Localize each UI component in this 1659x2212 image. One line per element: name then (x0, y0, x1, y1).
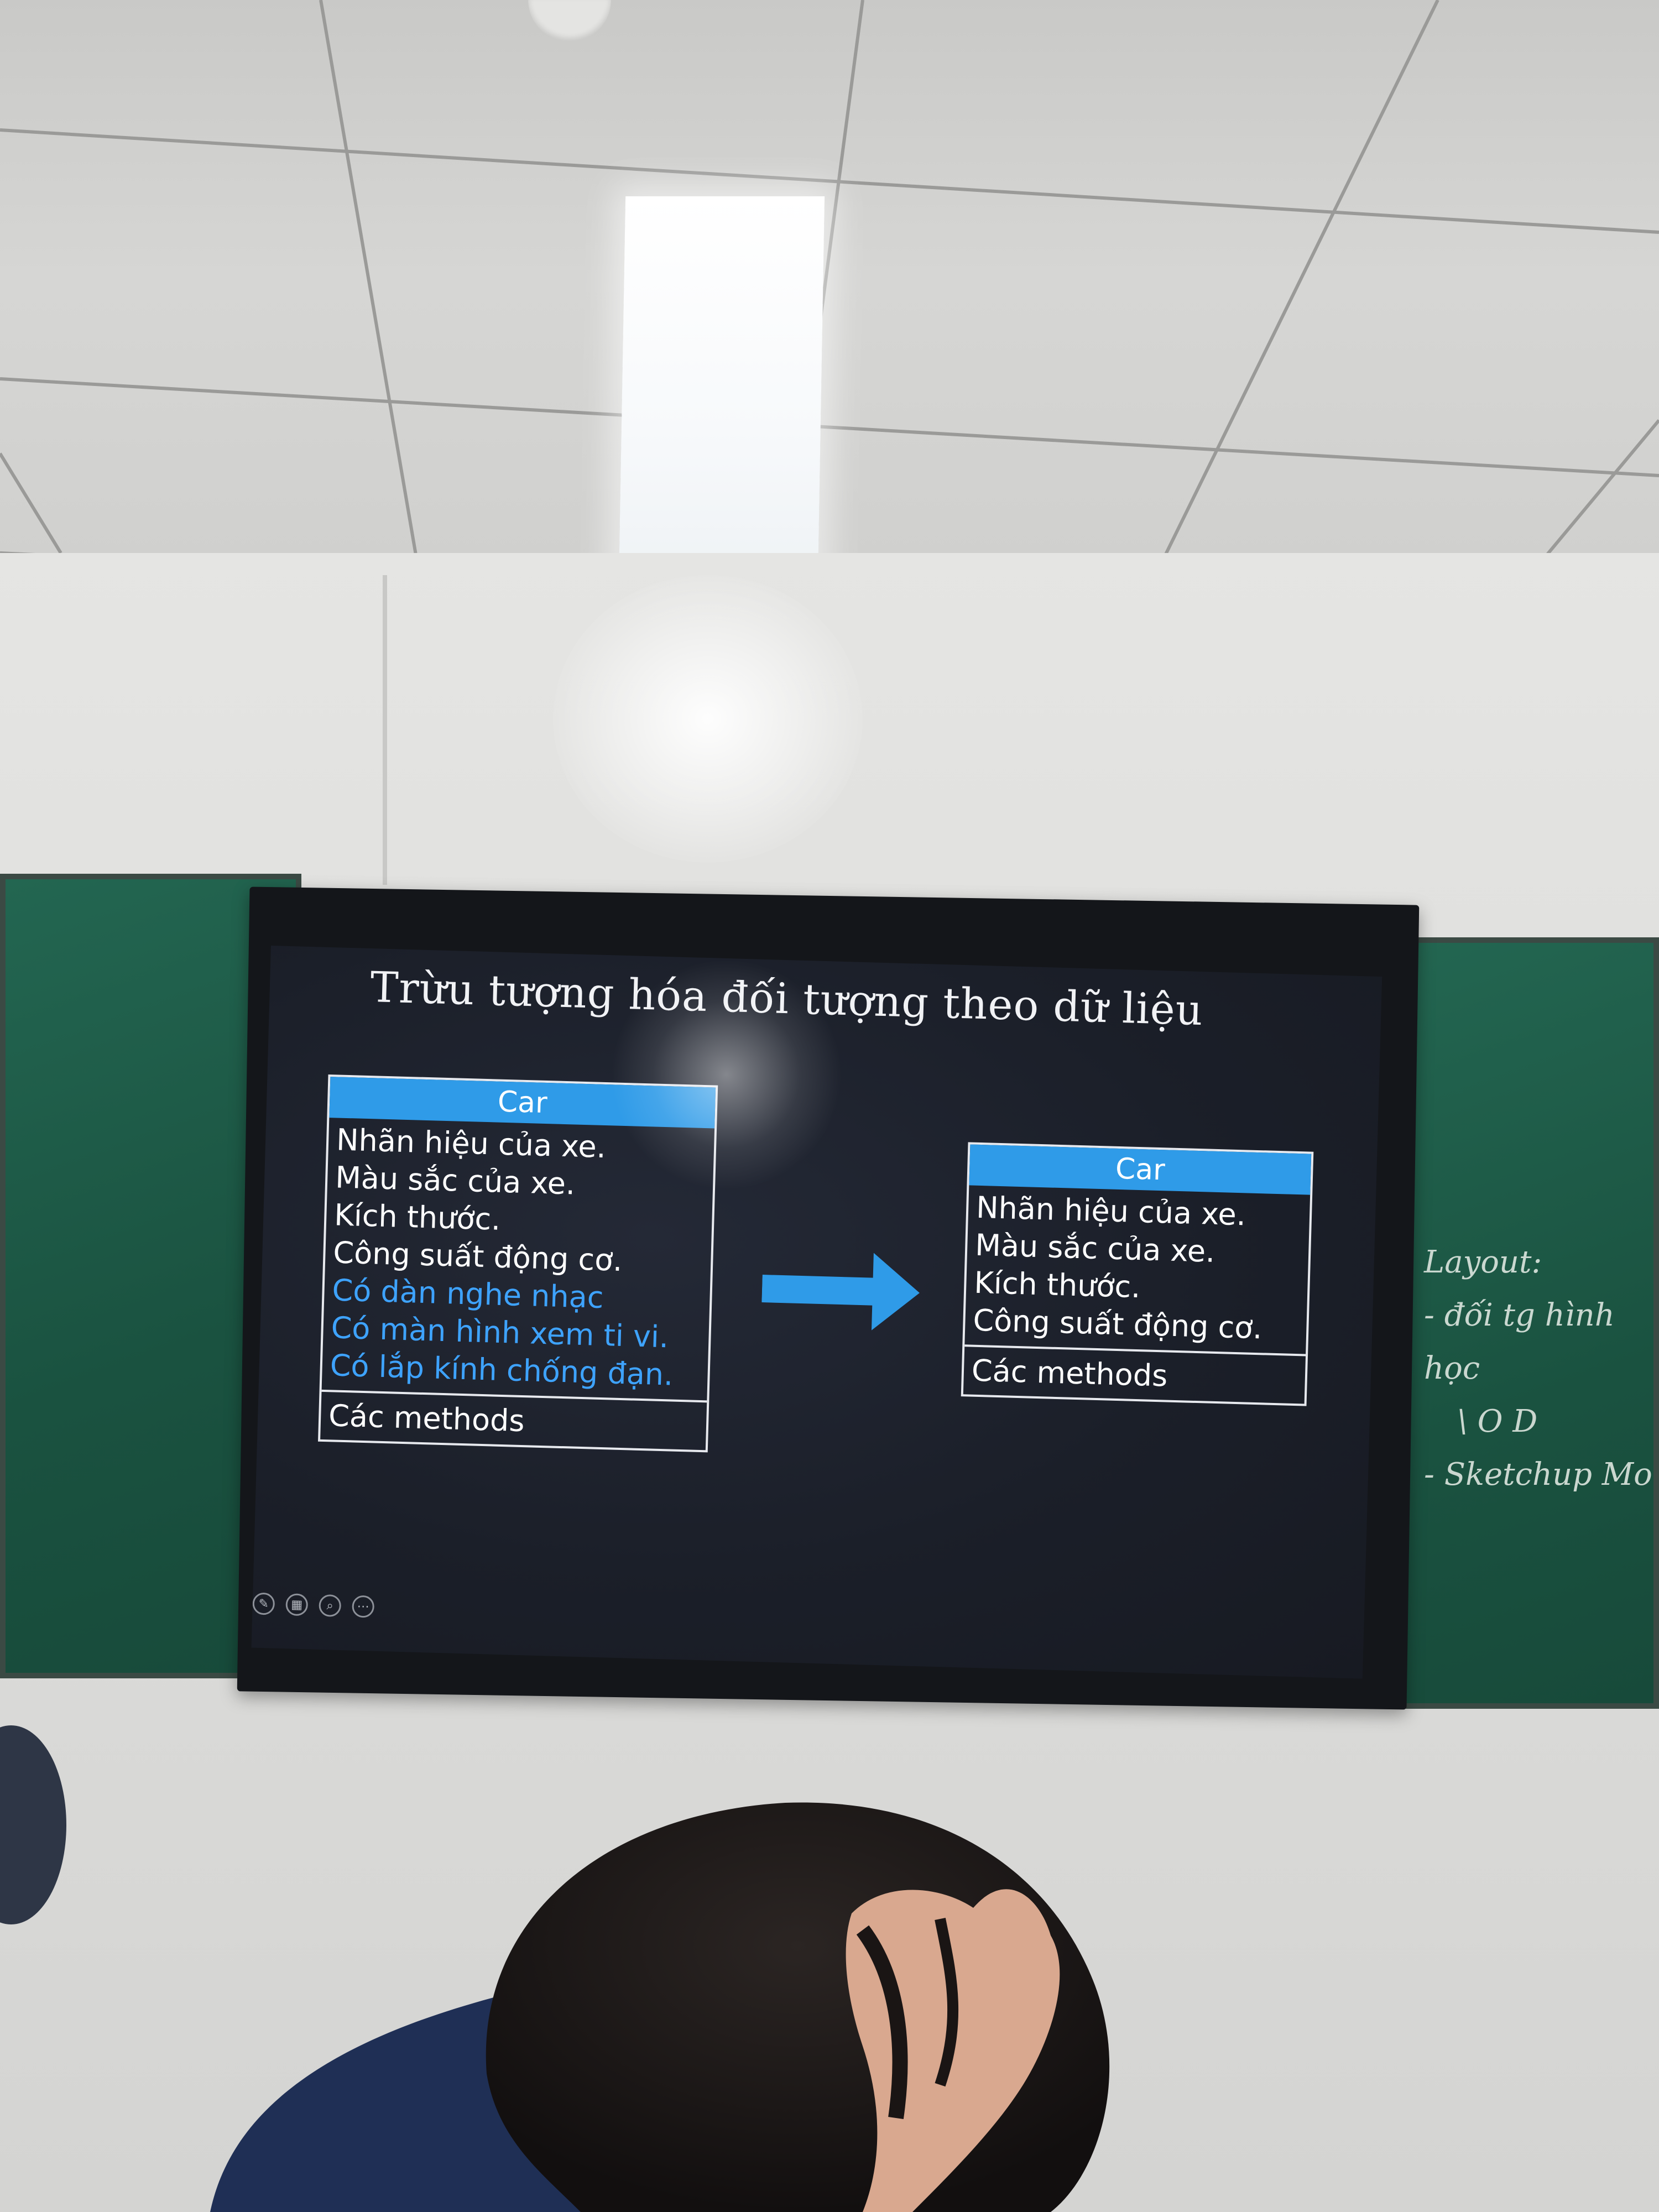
pen-icon[interactable]: ✎ (252, 1592, 275, 1615)
note-line-4: - Sketchup Mo (1424, 1457, 1652, 1493)
ceiling-grid (0, 0, 1659, 619)
student-head (210, 1802, 1110, 2212)
tv-screen: Trừu tượng hóa đối tượng theo dữ liệu Ca… (251, 946, 1383, 1679)
slides-icon[interactable]: ▦ (285, 1593, 309, 1616)
class-attributes: Nhãn hiệu của xe. Màu sắc của xe. Kích t… (964, 1185, 1311, 1357)
class-methods: Các methods (971, 1353, 1168, 1394)
class-methods: Các methods (328, 1398, 525, 1439)
note-line-1: Layout: (1424, 1244, 1542, 1280)
screen-glare (607, 955, 846, 1194)
chalkboard-notes: Layout: - đối tg hình học \ O D - Sketch… (1424, 1236, 1659, 1501)
note-line-2: - đối tg hình học (1424, 1297, 1615, 1386)
class-box-abstracted: Car Nhãn hiệu của xe. Màu sắc của xe. Kí… (961, 1142, 1314, 1406)
right-arrow-icon (761, 1253, 920, 1331)
presentation-toolbar: ✎ ▦ ⌕ ⋯ (252, 1592, 375, 1624)
ceiling (0, 0, 1659, 619)
right-chalkboard: Layout: - đối tg hình học \ O D - Sketch… (1396, 937, 1659, 1709)
note-line-3: \ O D (1457, 1404, 1538, 1439)
ceiling-light (618, 196, 825, 586)
zoom-icon[interactable]: ⌕ (319, 1594, 342, 1617)
wall-seam (383, 575, 387, 885)
more-icon[interactable]: ⋯ (352, 1595, 375, 1618)
wall-light-glow (553, 575, 863, 863)
